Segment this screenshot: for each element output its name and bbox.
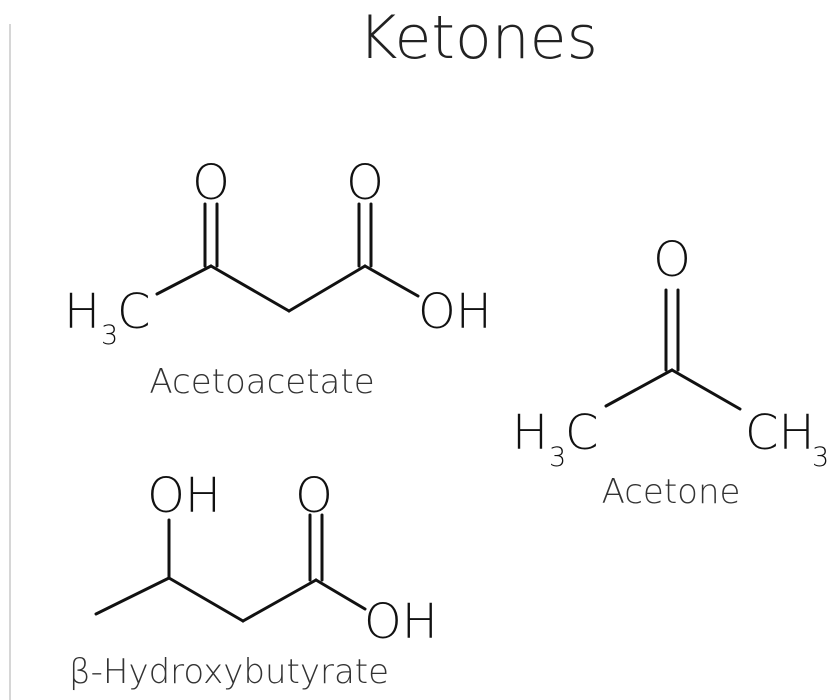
beta-hydroxybutyrate-caption: β-Hydroxybutyrate <box>69 652 389 692</box>
oxygen-atom-label: O <box>346 155 384 211</box>
bond <box>155 264 213 296</box>
hydrogen-atom-label: H <box>512 405 548 461</box>
left-divider <box>9 24 11 700</box>
bond <box>604 368 674 408</box>
beta-hydroxybutyrate-structure: OH O OH β-Hydroxybutyrate <box>69 468 438 692</box>
oxygen-atom-label: O <box>192 155 230 211</box>
carbon-atom-label: C <box>565 405 599 461</box>
methyl-group-label: CH <box>745 405 815 461</box>
bond <box>94 576 171 616</box>
page-title: Ketones <box>358 3 598 73</box>
hydroxyl-group-label: OH <box>418 284 492 340</box>
bond <box>314 578 367 611</box>
hydroxyl-group-label: OH <box>147 468 221 524</box>
bond <box>241 578 318 623</box>
bond <box>363 264 420 298</box>
oxygen-atom-label: O <box>295 468 333 524</box>
hydroxyl-group-label: OH <box>364 594 438 650</box>
methyl-subscript: 3 <box>101 320 118 351</box>
carbon-atom-label: C <box>117 284 151 340</box>
methyl-subscript: 3 <box>549 442 566 473</box>
methyl-subscript: 3 <box>812 442 829 473</box>
acetone-structure: O H 3 C CH 3 Acetone <box>512 232 829 512</box>
acetone-caption: Acetone <box>602 472 741 512</box>
acetoacetate-structure: O O H 3 C OH Acetoacetate <box>64 155 492 402</box>
acetoacetate-caption: Acetoacetate <box>149 362 374 402</box>
bond <box>167 576 245 623</box>
bond <box>287 264 367 313</box>
bond <box>209 264 291 313</box>
oxygen-atom-label: O <box>653 232 691 288</box>
bond <box>670 368 742 411</box>
hydrogen-atom-label: H <box>64 284 100 340</box>
